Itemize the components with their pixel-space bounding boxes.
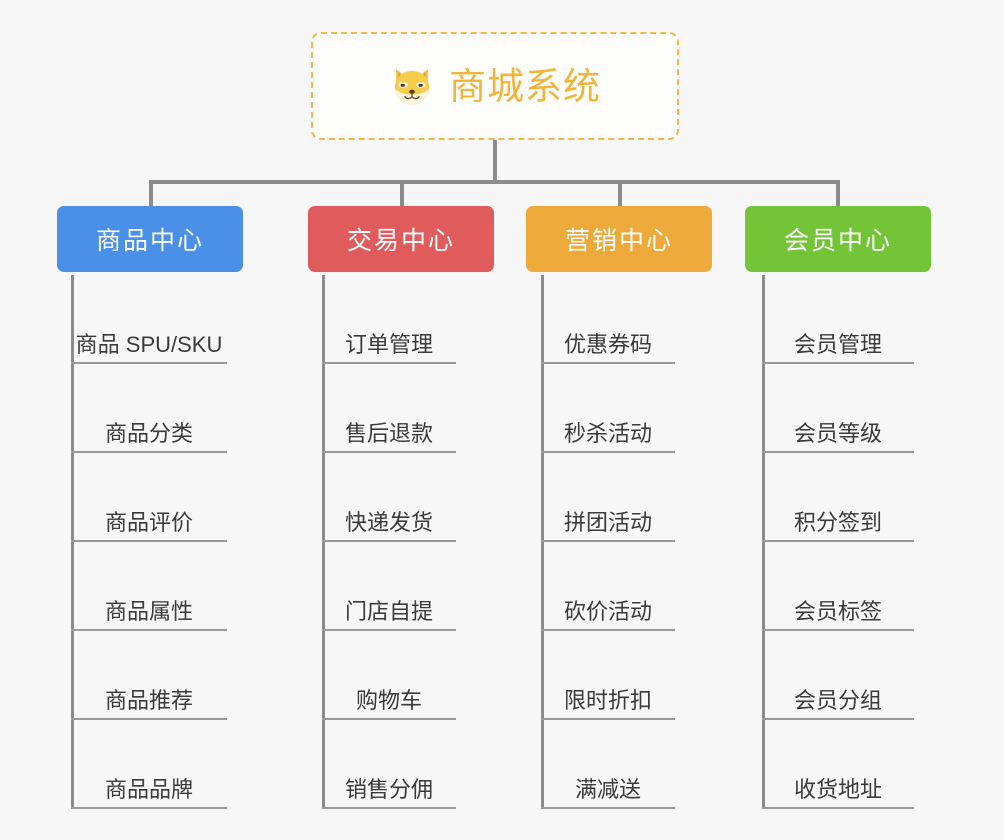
leaf-label: 商品品牌 <box>104 776 193 802</box>
leaf-label: 购物车 <box>355 687 422 713</box>
leaf-item[interactable]: 购物车 <box>322 631 456 720</box>
leaf-item[interactable]: 销售分佣 <box>322 720 456 809</box>
category-header-label: 会员中心 <box>783 227 892 255</box>
leaf-label: 砍价活动 <box>563 598 652 624</box>
leaf-item[interactable]: 商品评价 <box>71 453 227 542</box>
leaf-item[interactable]: 门店自提 <box>322 542 456 631</box>
category-header-1[interactable]: 交易中心 <box>308 206 494 272</box>
leaf-item[interactable]: 会员标签 <box>762 542 914 631</box>
leaf-label: 订单管理 <box>344 331 433 357</box>
branch-column-0: 商品 SPU/SKU 商品分类 商品评价 商品属性 商品推荐 商品品牌 <box>71 275 227 809</box>
leaf-label: 积分签到 <box>793 509 882 535</box>
connector-root-stem <box>493 140 497 182</box>
leaf-label: 秒杀活动 <box>563 420 652 446</box>
root-node[interactable]: 商城系统 <box>311 32 679 140</box>
leaf-item[interactable]: 快递发货 <box>322 453 456 542</box>
leaf-label: 商品评价 <box>104 509 193 535</box>
leaf-item[interactable]: 商品属性 <box>71 542 227 631</box>
leaf-label: 销售分佣 <box>344 776 433 802</box>
connector-drop-1 <box>149 180 153 206</box>
leaf-item[interactable]: 会员等级 <box>762 364 914 453</box>
leaf-item[interactable]: 售后退款 <box>322 364 456 453</box>
leaf-label: 拼团活动 <box>563 509 652 535</box>
branch-spine <box>762 275 765 809</box>
branch-column-1: 订单管理 售后退款 快递发货 门店自提 购物车 销售分佣 <box>322 275 456 809</box>
category-header-0[interactable]: 商品中心 <box>57 206 243 272</box>
leaf-label: 优惠券码 <box>563 331 652 357</box>
leaf-item[interactable]: 满减送 <box>541 720 675 809</box>
branch-spine <box>322 275 325 809</box>
category-header-3[interactable]: 会员中心 <box>745 206 931 272</box>
leaf-label: 收货地址 <box>793 776 882 802</box>
category-header-2[interactable]: 营销中心 <box>526 206 712 272</box>
category-header-label: 营销中心 <box>564 227 673 255</box>
leaf-label: 商品分类 <box>104 420 193 446</box>
leaf-item[interactable]: 优惠券码 <box>541 275 675 364</box>
branch-spine <box>541 275 544 809</box>
leaf-item[interactable]: 拼团活动 <box>541 453 675 542</box>
leaf-item[interactable]: 积分签到 <box>762 453 914 542</box>
leaf-label: 会员分组 <box>793 687 882 713</box>
leaf-label: 满减送 <box>574 776 641 802</box>
leaf-label: 会员管理 <box>793 331 882 357</box>
branch-column-3: 会员管理 会员等级 积分签到 会员标签 会员分组 收货地址 <box>762 275 914 809</box>
connector-drop-2 <box>400 180 404 206</box>
leaf-label: 快递发货 <box>344 509 433 535</box>
leaf-label: 限时折扣 <box>563 687 652 713</box>
leaf-item[interactable]: 商品 SPU/SKU <box>71 275 227 364</box>
leaf-item[interactable]: 商品分类 <box>71 364 227 453</box>
shiba-dog-face-icon <box>394 68 430 105</box>
connector-horizontal-bus <box>149 180 840 184</box>
connector-drop-3 <box>618 180 622 206</box>
leaf-item[interactable]: 商品品牌 <box>71 720 227 809</box>
leaf-label: 售后退款 <box>344 420 433 446</box>
leaf-item[interactable]: 订单管理 <box>322 275 456 364</box>
leaf-label: 商品推荐 <box>104 687 193 713</box>
leaf-item[interactable]: 会员分组 <box>762 631 914 720</box>
leaf-item[interactable]: 秒杀活动 <box>541 364 675 453</box>
leaf-label: 会员标签 <box>793 598 882 624</box>
root-title: 商城系统 <box>449 65 601 107</box>
connector-drop-4 <box>836 180 840 206</box>
leaf-label: 商品 SPU/SKU <box>75 331 223 357</box>
leaf-item[interactable]: 收货地址 <box>762 720 914 809</box>
leaf-item[interactable]: 会员管理 <box>762 275 914 364</box>
branch-spine <box>71 275 74 809</box>
branch-column-2: 优惠券码 秒杀活动 拼团活动 砍价活动 限时折扣 满减送 <box>541 275 675 809</box>
category-header-label: 商品中心 <box>95 227 204 255</box>
leaf-label: 商品属性 <box>104 598 193 624</box>
leaf-item[interactable]: 砍价活动 <box>541 542 675 631</box>
category-header-label: 交易中心 <box>346 227 455 255</box>
leaf-item[interactable]: 商品推荐 <box>71 631 227 720</box>
leaf-label: 会员等级 <box>793 420 882 446</box>
leaf-item[interactable]: 限时折扣 <box>541 631 675 720</box>
leaf-label: 门店自提 <box>344 598 433 624</box>
